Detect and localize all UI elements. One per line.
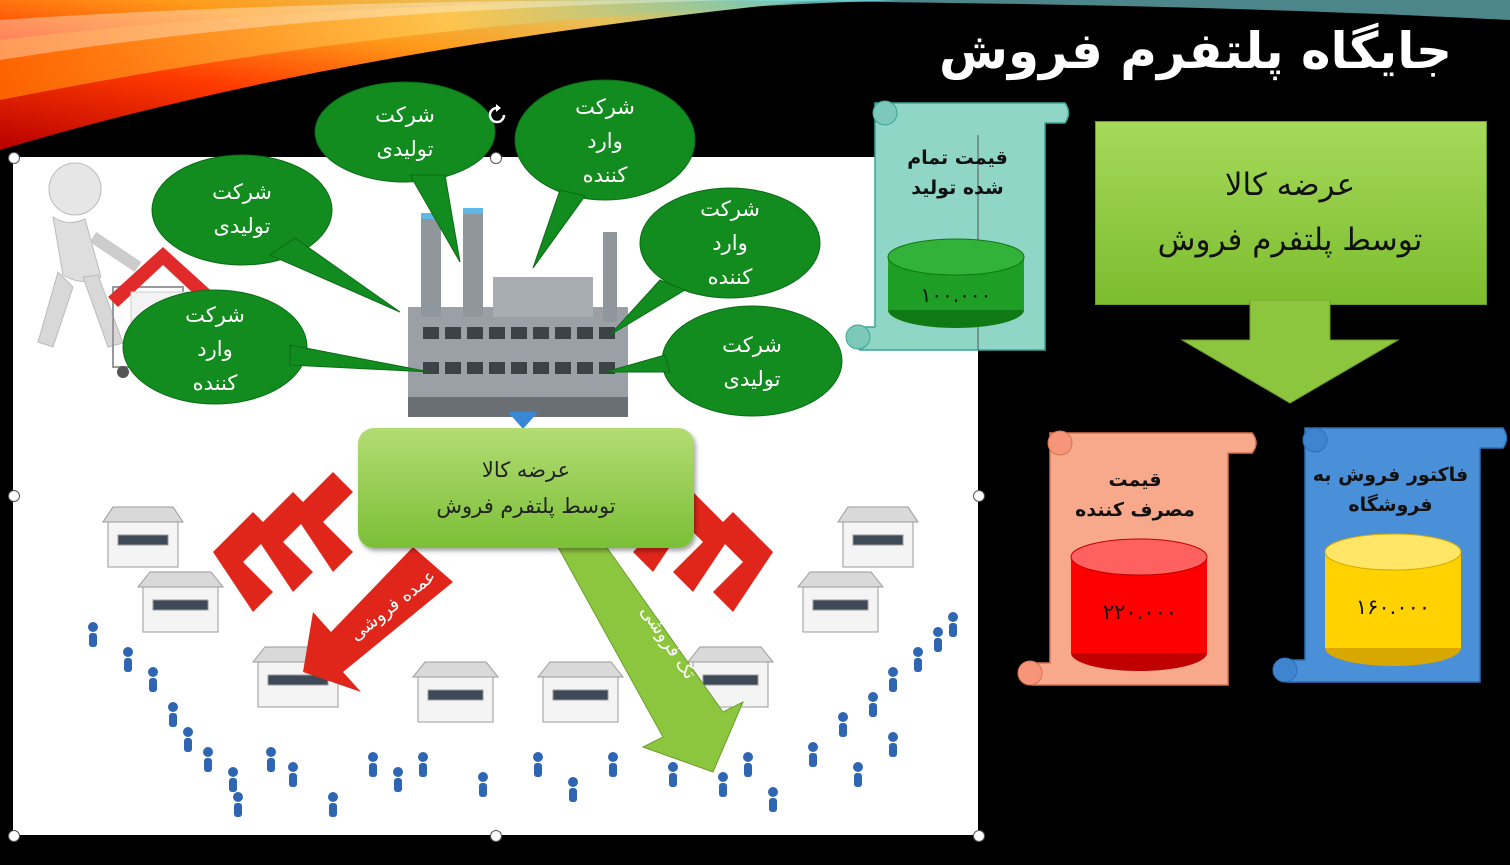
scroll-store-invoice xyxy=(1272,427,1508,683)
customer-figures xyxy=(88,612,958,817)
down-arrow-icon xyxy=(1180,300,1400,404)
page-title: جایگاه پلتفرم فروش xyxy=(938,22,1452,80)
consumer-price-label: قیمت مصرف کننده xyxy=(1075,469,1195,521)
platform-offer-box xyxy=(358,428,694,548)
production-cost-label: قیمت تمام شده تولید xyxy=(907,147,1008,199)
bubble-producer-1: شرکت تولیدی xyxy=(212,180,272,238)
resize-handle-br[interactable] xyxy=(973,830,985,842)
resize-handle-tm[interactable] xyxy=(490,152,502,164)
platform-offer-text: عرضه کالا توسط پلتفرم فروش xyxy=(436,458,616,518)
bubble-importer-3: شرکت وارد کننده xyxy=(185,303,245,395)
chevrons-left xyxy=(213,472,353,612)
retail-arrow xyxy=(557,541,744,773)
scroll-production-cost xyxy=(845,100,1070,351)
store-invoice-value: ۱۶۰.۰۰۰ xyxy=(1355,595,1431,619)
bubble-producer-3: شرکت تولیدی xyxy=(722,333,782,391)
scroll-consumer-price xyxy=(1017,430,1257,686)
bubble-producer-2: شرکت تولیدی xyxy=(375,103,435,161)
resize-handle-ml[interactable] xyxy=(8,490,20,502)
wholesale-arrow xyxy=(303,547,453,692)
diagram-canvas[interactable]: عمده فروشی تک فروشی xyxy=(13,157,978,835)
store-invoice-label: فاکتور فروش به فروشگاه xyxy=(1312,464,1469,516)
resize-handle-mr[interactable] xyxy=(973,490,985,502)
resize-handle-tl[interactable] xyxy=(8,152,20,164)
shop-buildings xyxy=(102,506,919,723)
decorative-swoosh xyxy=(0,0,1510,150)
resize-handle-bm[interactable] xyxy=(490,830,502,842)
right-offer-box xyxy=(1095,121,1487,305)
production-cost-value: ۱۰۰.۰۰۰ xyxy=(920,283,992,307)
resize-handle-bl[interactable] xyxy=(8,830,20,842)
bubble-importer-1: شرکت وارد کننده xyxy=(575,95,635,187)
rotate-handle-icon[interactable] xyxy=(484,102,510,128)
bubble-importer-2: شرکت وارد کننده xyxy=(700,197,760,289)
diagram-illustration xyxy=(37,162,958,817)
right-offer-text: عرضه کالا توسط پلتفرم فروش xyxy=(1157,167,1423,258)
consumer-price-value: ۲۲۰.۰۰۰ xyxy=(1102,600,1178,624)
factory-icon xyxy=(408,208,628,429)
